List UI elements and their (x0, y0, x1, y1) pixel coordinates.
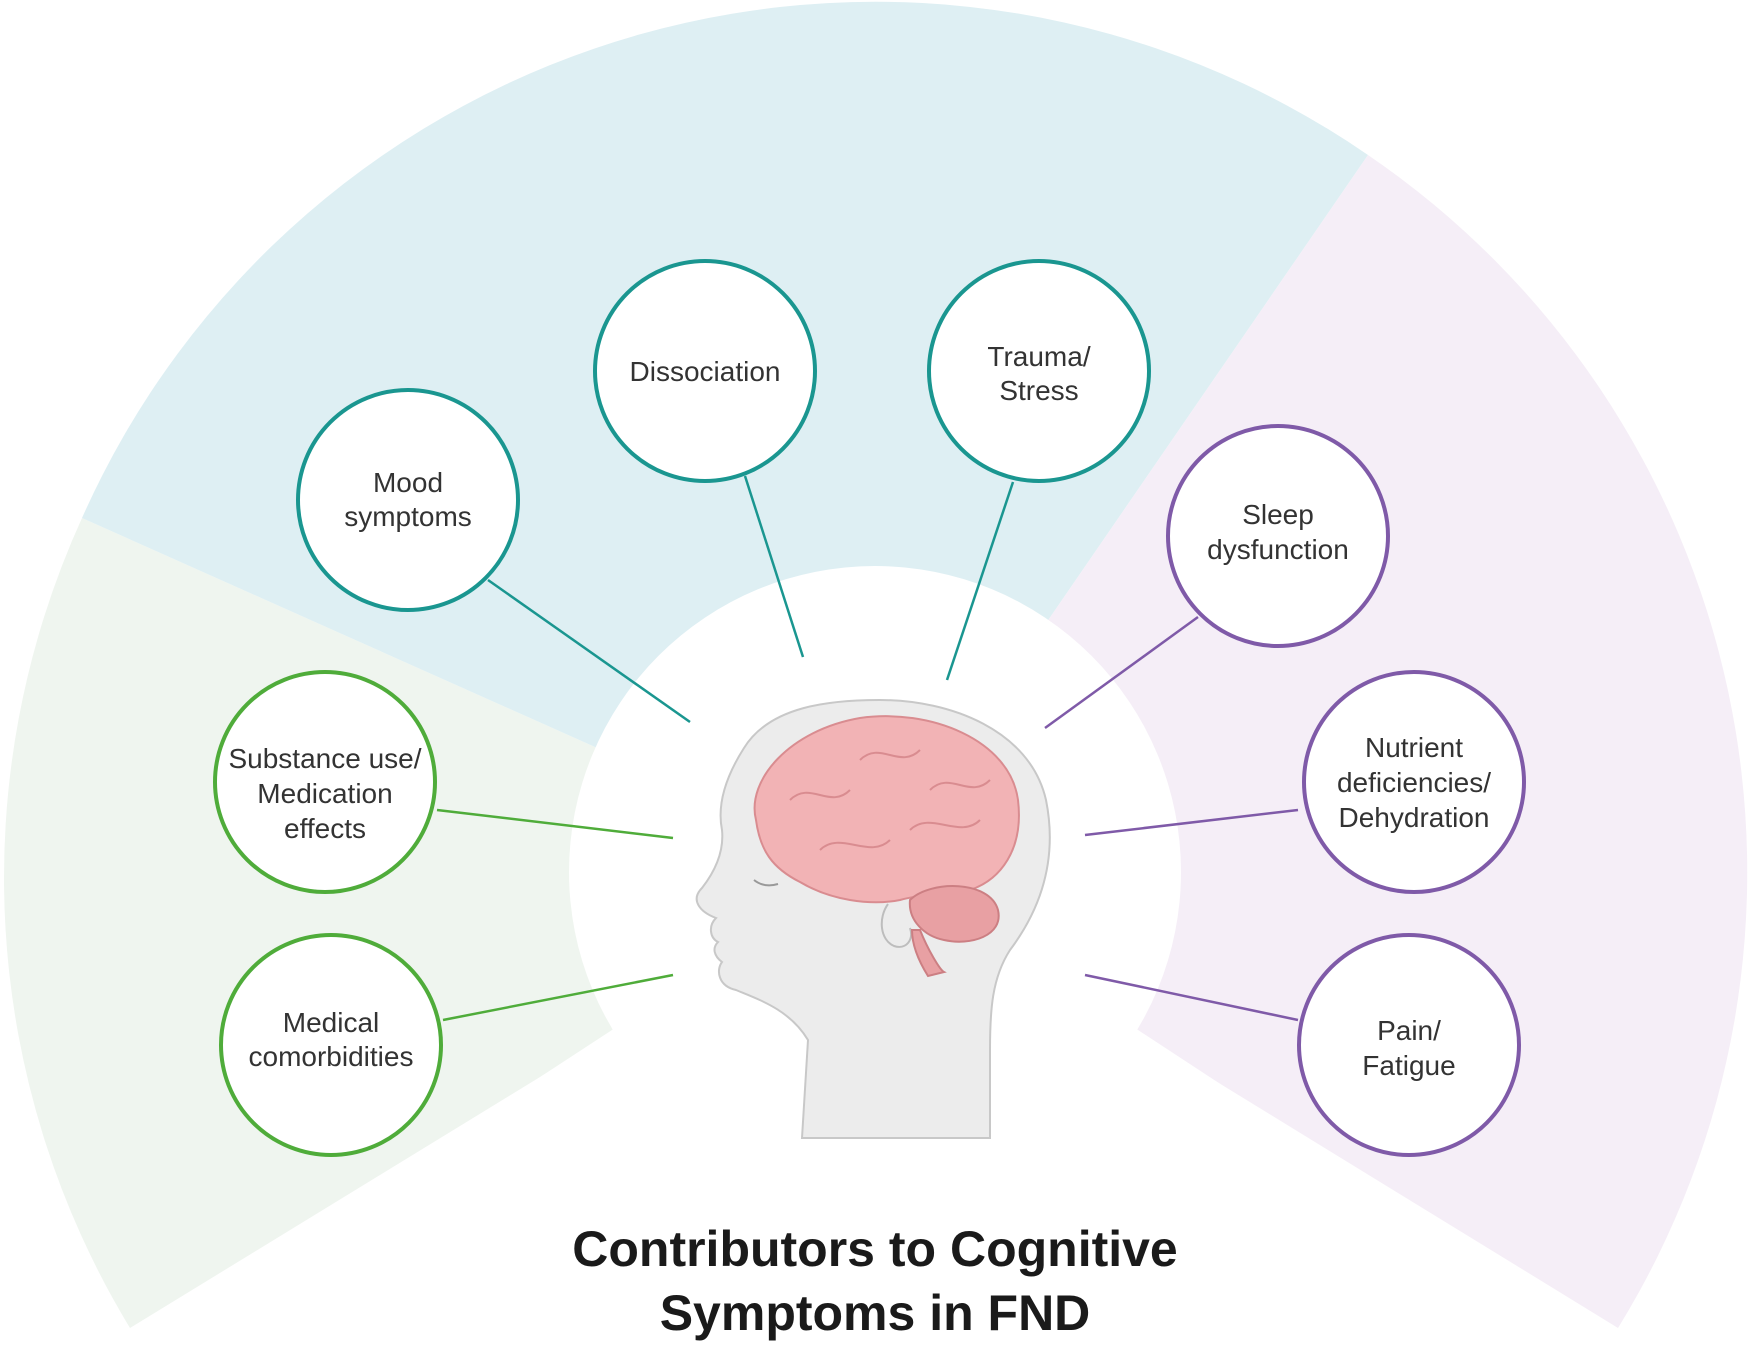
brain-folds (789, 749, 991, 851)
node-trauma-line2: Stress (999, 375, 1078, 406)
sector-backgrounds (4, 1, 1748, 1345)
sector-green (4, 518, 876, 1328)
ear (880, 903, 912, 948)
node-trauma-line1: Trauma/ (987, 341, 1090, 372)
node-pain-line1: Pain/ (1377, 1015, 1441, 1046)
connector-substance (436, 808, 674, 840)
connector-dissociation (743, 475, 805, 658)
node-substance: Substance use/ Medication effects (213, 670, 437, 894)
node-nutrient-line2: deficiencies/ (1337, 767, 1491, 798)
node-dissociation-line1: Dissociation (630, 356, 781, 387)
connector-pain (1084, 973, 1299, 1022)
node-medical-line1: Medical (283, 1007, 379, 1038)
node-sleep: Sleep dysfunction (1166, 424, 1390, 648)
brain (753, 715, 1020, 904)
node-medical: Medical comorbidities (219, 933, 443, 1157)
node-trauma: Trauma/ Stress (927, 259, 1151, 483)
human-head-with-brain-icon (695, 698, 1051, 1139)
node-medical-line2: comorbidities (249, 1041, 414, 1072)
brainstem (910, 929, 947, 978)
node-pain-line2: Fatigue (1362, 1050, 1455, 1081)
node-substance-line1: Substance use/ (228, 743, 421, 774)
eye (753, 879, 779, 887)
node-substance-line2: Medication (257, 778, 392, 809)
connector-nutrient (1084, 808, 1299, 837)
node-nutrient-line3: Dehydration (1339, 802, 1490, 833)
connector-mood (487, 578, 691, 724)
node-mood-line1: Mood (373, 467, 443, 498)
diagram-title: Contributors to Cognitive Symptoms in FN… (572, 1221, 1178, 1341)
node-sleep-line2: dysfunction (1207, 534, 1349, 565)
node-substance-line3: effects (284, 813, 366, 844)
title-line1: Contributors to Cognitive (572, 1221, 1178, 1277)
node-mood-line2: symptoms (344, 501, 472, 532)
title-line2: Symptoms in FND (660, 1285, 1091, 1341)
node-mood: Mood symptoms (296, 388, 520, 612)
node-sleep-line1: Sleep (1242, 499, 1314, 530)
cerebellum (908, 885, 1000, 943)
connector-medical (442, 973, 674, 1022)
node-dissociation: Dissociation (593, 259, 817, 483)
connector-sleep (1044, 615, 1199, 730)
connectors (436, 475, 1299, 1022)
node-nutrient-line1: Nutrient (1365, 732, 1463, 763)
connector-trauma (945, 481, 1015, 681)
node-pain: Pain/ Fatigue (1297, 933, 1521, 1157)
node-nutrient: Nutrient deficiencies/ Dehydration (1302, 670, 1526, 894)
